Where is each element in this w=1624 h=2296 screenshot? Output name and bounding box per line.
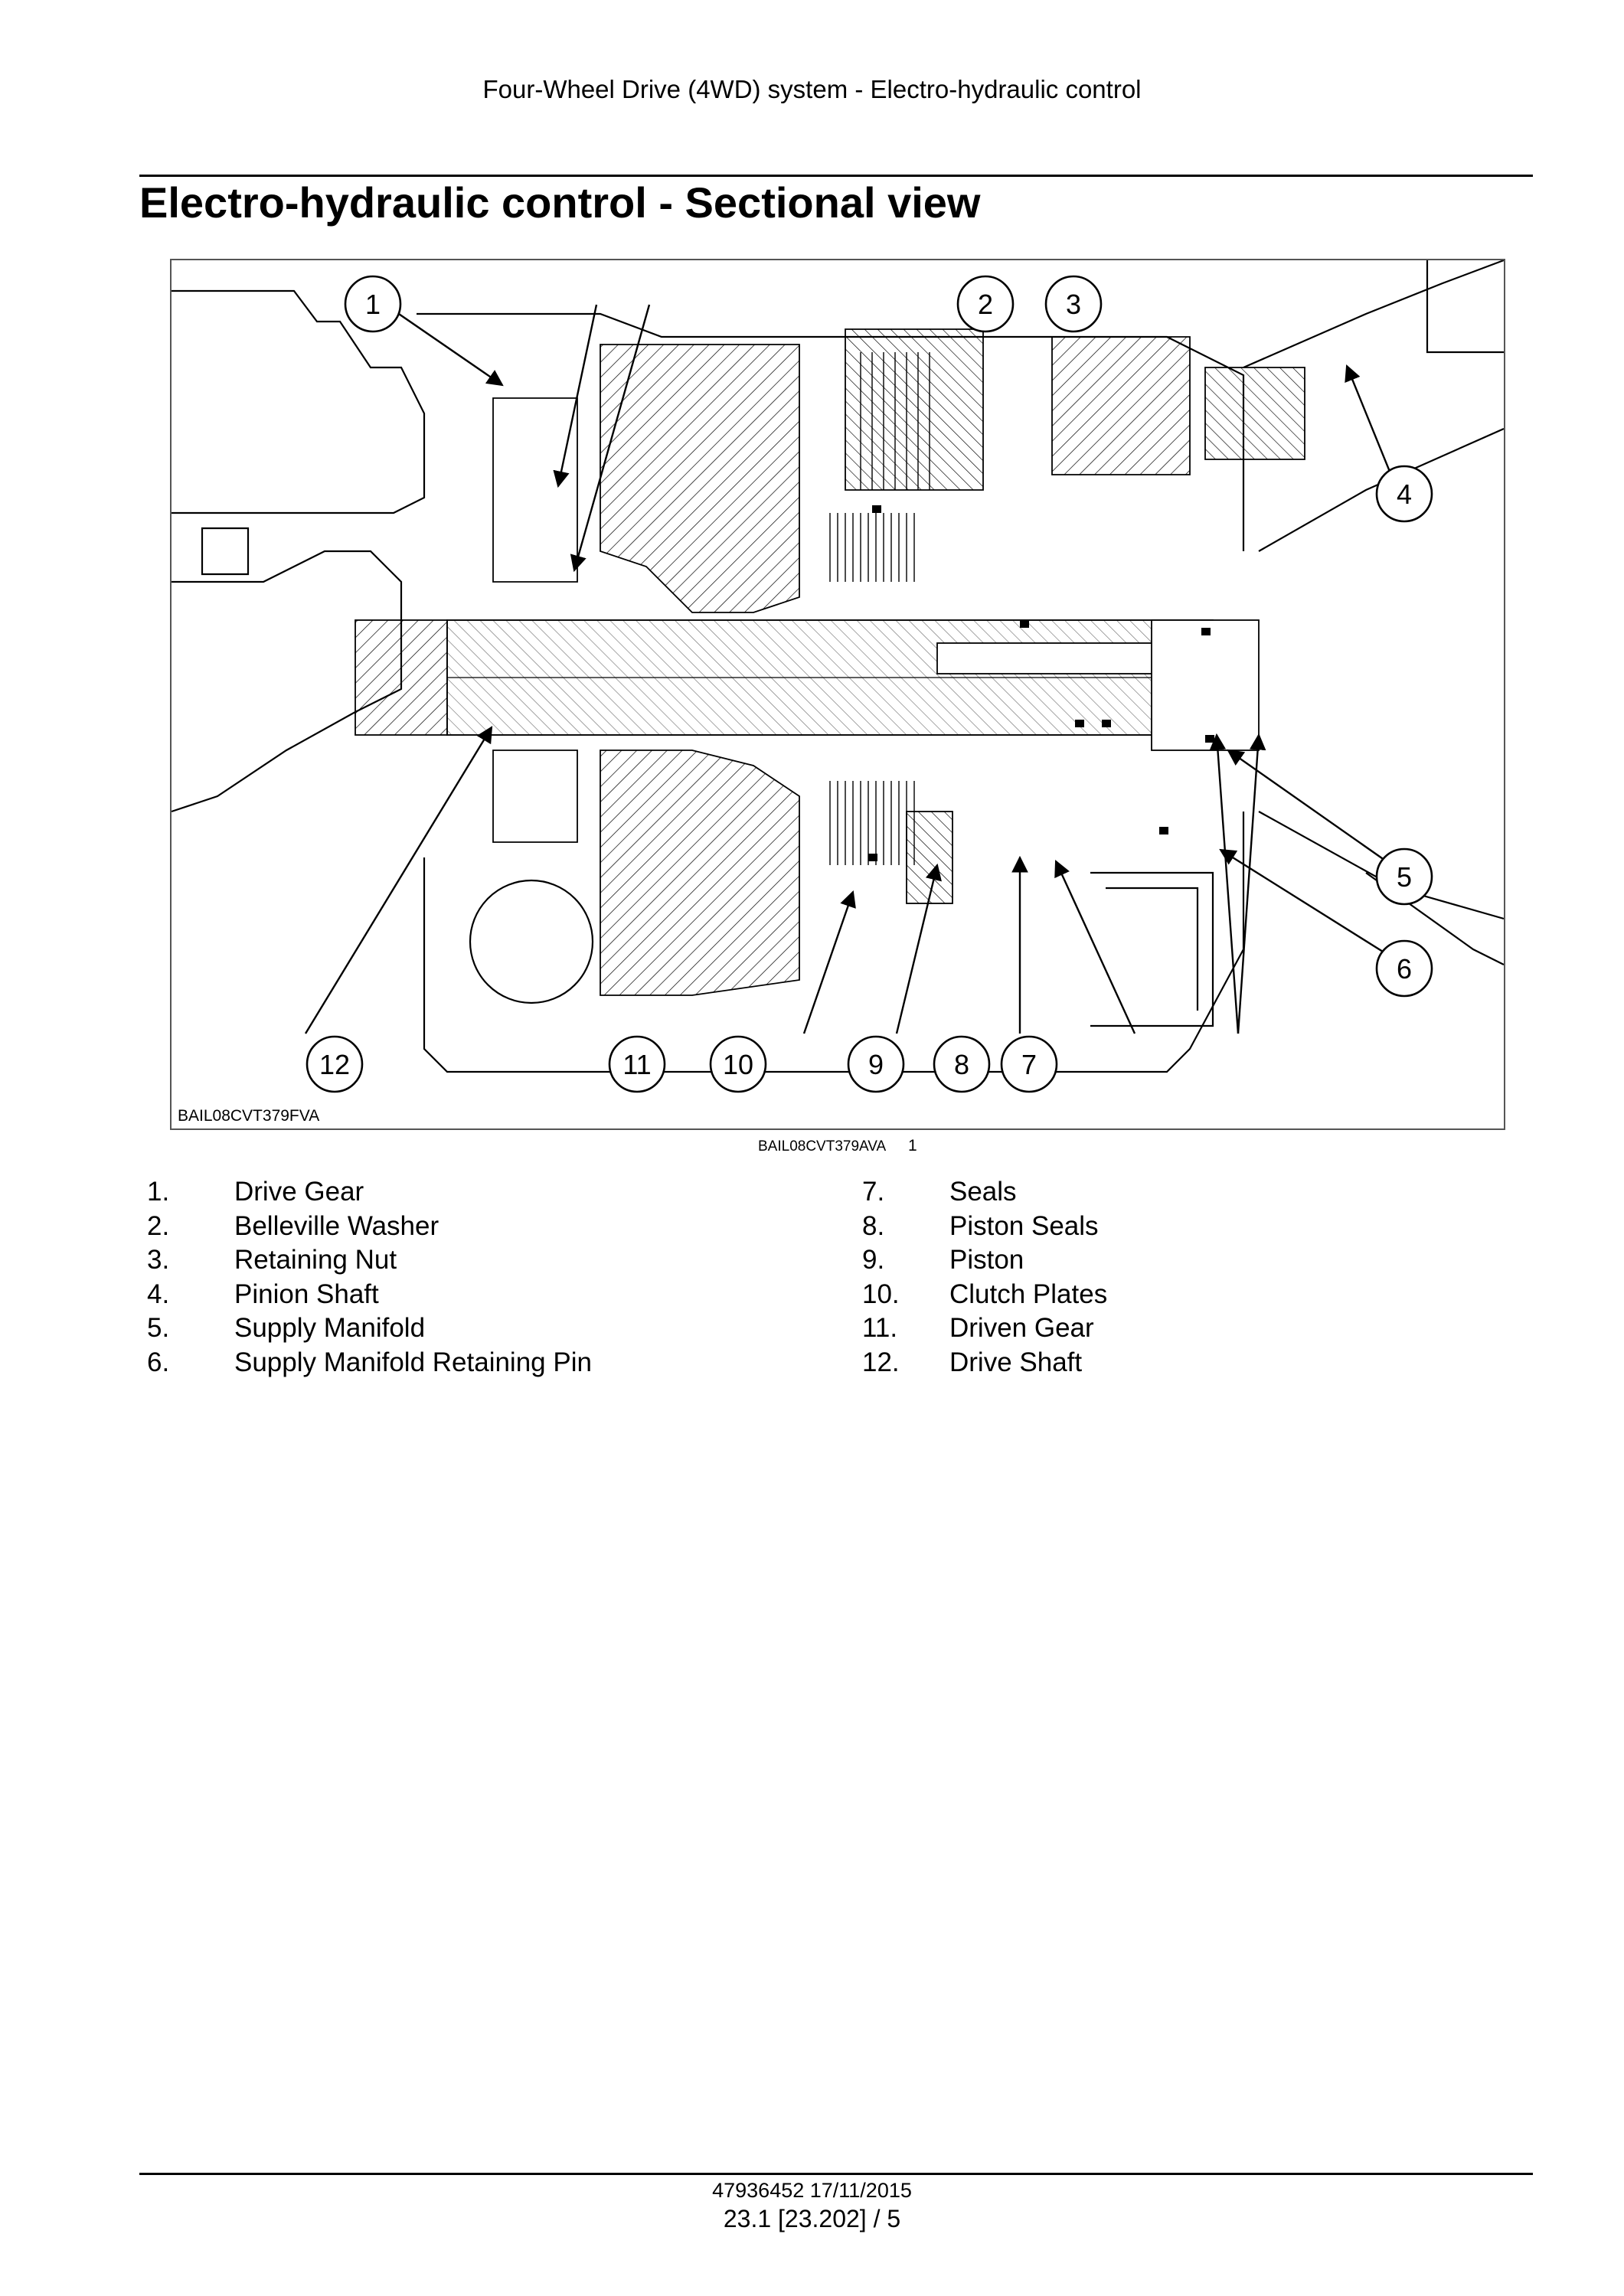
callout-10: 10: [723, 1049, 753, 1080]
callout-6: 6: [1397, 953, 1412, 985]
callout-3: 3: [1066, 289, 1081, 320]
gear-housings: [492, 328, 1305, 996]
callout-1: 1: [365, 289, 381, 320]
legend-label: Supply Manifold Retaining Pin: [234, 1347, 592, 1377]
legend-number: 8.: [862, 1210, 885, 1241]
callout-numbers: 1 2 3 4 5 6 7 8 9 10 11 12: [319, 289, 1412, 1080]
callout-2: 2: [978, 289, 993, 320]
sectional-view-figure: 1 2 3 4 5 6 7 8 9 10 11 12 BAIL08CVT379F…: [170, 259, 1505, 1130]
callout-8: 8: [954, 1049, 969, 1080]
legend-left-column: 1. Drive Gear 2. Belleville Washer 3. Retai…: [147, 1175, 592, 1380]
legend-number: 12.: [862, 1347, 900, 1377]
figure-number: 1: [908, 1137, 917, 1155]
callout-9: 9: [868, 1049, 884, 1080]
legend-item: 12. Drive Shaft: [862, 1346, 1107, 1380]
legend-item: 2. Belleville Washer: [147, 1210, 592, 1244]
legend-item: 4. Pinion Shaft: [147, 1278, 592, 1312]
figure-code: BAIL08CVT379FVA: [178, 1107, 320, 1125]
legend-item: 8. Piston Seals: [862, 1210, 1107, 1244]
legend-label: Retaining Nut: [234, 1245, 397, 1275]
legend-number: 11.: [862, 1313, 898, 1344]
legend-number: 4.: [147, 1279, 170, 1309]
legend-number: 7.: [862, 1177, 885, 1207]
legend-label: Piston Seals: [949, 1210, 1099, 1241]
legend-label: Clutch Plates: [949, 1279, 1108, 1309]
callout-leaders: [304, 303, 1398, 1034]
legend-number: 2.: [147, 1210, 170, 1241]
callout-bubbles: [306, 275, 1433, 1093]
legend-label: Piston: [949, 1245, 1024, 1275]
legend-right-column: 7. Seals 8. Piston Seals 9. Piston 10. Clutc…: [862, 1175, 1107, 1380]
sectional-view-drawing: 1 2 3 4 5 6 7 8 9 10 11 12: [172, 260, 1504, 1093]
legend-item: 6. Supply Manifold Retaining Pin: [147, 1346, 592, 1380]
legend-label: Drive Gear: [234, 1177, 364, 1207]
figure-reference: BAIL08CVT379AVA: [758, 1138, 887, 1155]
footer-doc-reference: 47936452 17/11/2015: [712, 2179, 912, 2202]
legend-item: 11. Driven Gear: [862, 1311, 1107, 1346]
callout-4: 4: [1397, 478, 1412, 510]
callout-5: 5: [1397, 861, 1412, 893]
legend-number: 9.: [862, 1245, 885, 1275]
legend-label: Pinion Shaft: [234, 1279, 379, 1309]
footer-rule: [139, 2173, 1533, 2175]
legend-label: Belleville Washer: [234, 1210, 439, 1241]
shaft-assembly: [355, 619, 1260, 751]
running-header: Four-Wheel Drive (4WD) system - Electro-…: [482, 75, 1142, 103]
callout-11: 11: [622, 1049, 651, 1080]
callout-12: 12: [319, 1049, 350, 1080]
legend-label: Driven Gear: [949, 1313, 1094, 1344]
legend-number: 5.: [147, 1313, 170, 1344]
legend-item: 10. Clutch Plates: [862, 1278, 1107, 1312]
clutch-pack: [829, 352, 930, 865]
header-rule: [139, 175, 1533, 177]
legend-number: 1.: [147, 1177, 170, 1207]
legend-item: 7. Seals: [862, 1175, 1107, 1210]
legend-number: 3.: [147, 1245, 170, 1275]
legend-item: 3. Retaining Nut: [147, 1243, 592, 1278]
page-title: Electro-hydraulic control - Sectional vi…: [139, 178, 981, 227]
legend-number: 6.: [147, 1347, 170, 1377]
legend-label: Seals: [949, 1177, 1017, 1207]
footer-page-number: 23.1 [23.202] / 5: [723, 2205, 901, 2232]
legend-item: 9. Piston: [862, 1243, 1107, 1278]
legend-item: 1. Drive Gear: [147, 1175, 592, 1210]
callout-7: 7: [1021, 1049, 1037, 1080]
legend-label: Drive Shaft: [949, 1347, 1083, 1377]
legend-label: Supply Manifold: [234, 1313, 426, 1344]
legend-number: 10.: [862, 1279, 900, 1309]
legend-item: 5. Supply Manifold: [147, 1311, 592, 1346]
